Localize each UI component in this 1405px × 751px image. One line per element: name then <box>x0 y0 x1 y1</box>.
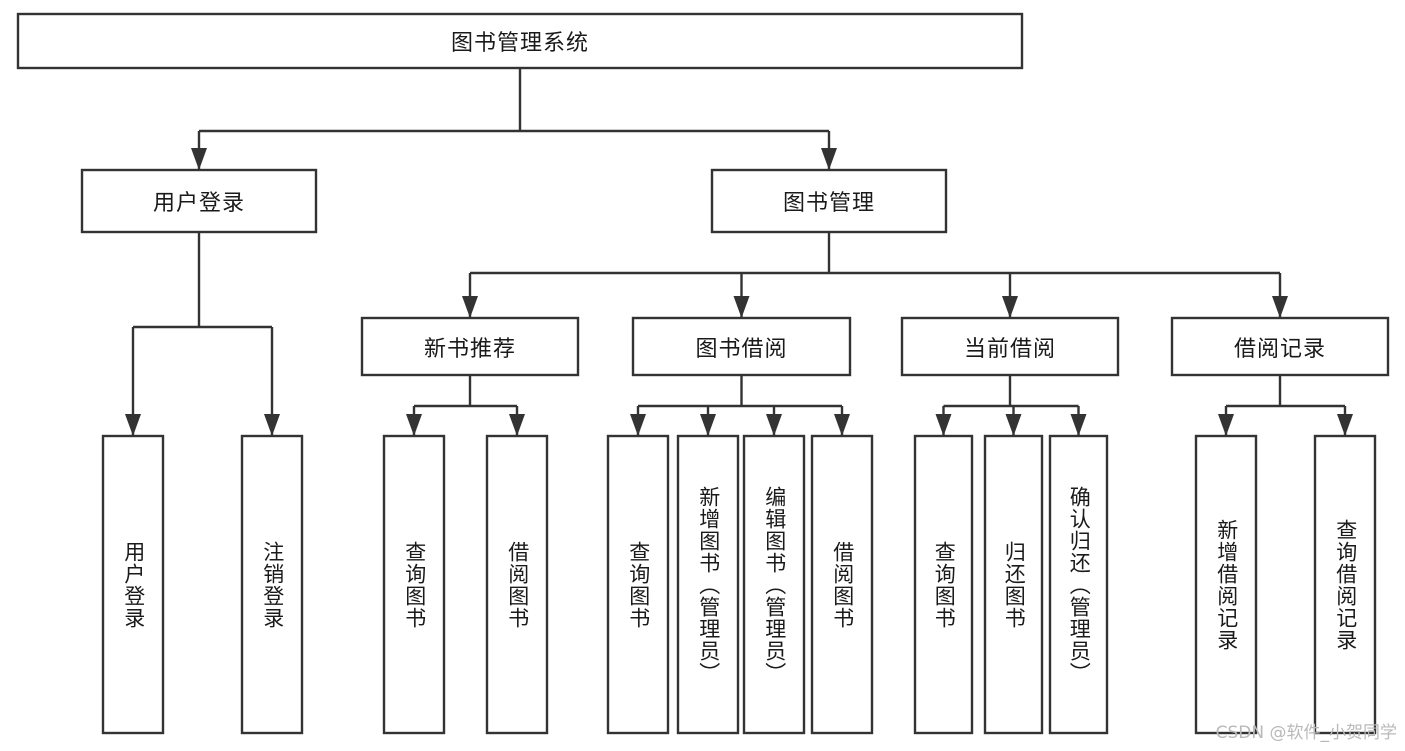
node-box-查询图书[interactable] <box>606 434 670 735</box>
arrow-head-icon-归还图书 <box>1005 414 1022 436</box>
arrow-head-icon-查询借阅记录 <box>1337 414 1353 436</box>
node-box-用户登录[interactable] <box>101 434 165 735</box>
arrow-head-icon-查询图书 <box>935 414 952 436</box>
arrow-head-icon-查询图书 <box>630 414 646 436</box>
node-box-归还图书[interactable] <box>983 434 1044 735</box>
node-box-借阅图书[interactable] <box>485 434 549 735</box>
node-box-查询图书[interactable] <box>913 434 974 735</box>
arrow-head-icon-借阅图书 <box>509 414 525 436</box>
node-box-借阅记录[interactable] <box>1170 316 1390 377</box>
arrow-head-icon-借阅记录 <box>1272 296 1288 318</box>
arrow-head-icon-借阅图书 <box>834 414 850 436</box>
arrow-head-icon-确认归还管理员 <box>1070 414 1087 436</box>
arrow-head-icon-用户登录 <box>191 148 207 170</box>
arrow-head-icon-新增图书管理员 <box>700 414 716 436</box>
arrow-head-icon-查询图书 <box>406 414 422 436</box>
arrow-head-icon-图书借阅 <box>733 296 750 318</box>
node-box-新书推荐[interactable] <box>360 316 580 377</box>
arrow-head-icon-注销登录 <box>264 414 280 436</box>
arrow-head-icon-用户登录 <box>125 414 141 436</box>
arrow-head-icon-编辑图书管理员 <box>766 414 782 436</box>
arrow-head-icon-新书推荐 <box>462 296 478 318</box>
node-boxes <box>16 12 1390 735</box>
node-box-新增借阅记录[interactable] <box>1194 434 1258 735</box>
node-box-用户登录[interactable] <box>80 168 318 234</box>
node-box-确认归还管理员[interactable] <box>1048 434 1109 735</box>
node-box-查询图书[interactable] <box>382 434 446 735</box>
node-box-注销登录[interactable] <box>240 434 304 735</box>
node-box-编辑图书管理员[interactable] <box>742 434 806 735</box>
node-box-图书借阅[interactable] <box>631 316 852 377</box>
node-box-图书管理系统[interactable] <box>16 12 1024 70</box>
node-box-图书管理[interactable] <box>710 168 948 234</box>
connector-lines <box>125 68 1353 436</box>
node-box-查询借阅记录[interactable] <box>1313 434 1377 735</box>
node-box-新增图书管理员[interactable] <box>676 434 740 735</box>
arrow-head-icon-图书管理 <box>821 148 837 170</box>
arrow-head-icon-新增借阅记录 <box>1218 414 1234 436</box>
arrow-head-icon-当前借阅 <box>1002 296 1018 318</box>
node-box-当前借阅[interactable] <box>900 316 1120 377</box>
node-box-借阅图书[interactable] <box>810 434 874 735</box>
